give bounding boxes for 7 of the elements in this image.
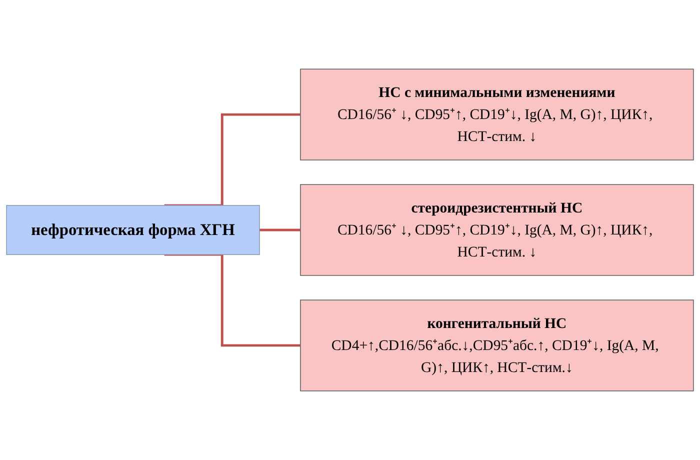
node-box: стероидрезистентный НС CD16/56⁺ ↓, CD95⁺↑, CD19⁺↓, Ig(A, M, G)↑, ЦИК↑, НСТ-стим. ↓ xyxy=(300,184,694,276)
connector xyxy=(164,253,300,347)
node-box: нефротическая форма ХГН xyxy=(6,205,260,255)
connector xyxy=(164,113,300,207)
node-box: НС с минимальными изменениями CD16/56⁺ ↓, CD95⁺↑, CD19⁺↓, Ig(A, M, G)↑, ЦИК↑, НСТ-стим. ↓ xyxy=(300,68,694,160)
node-box: конгенитальный НС CD4+↑,CD16/56⁺абс.↓,CD95⁺абс.↑, CD19⁺↓, Ig(A, M, G)↑, ЦИК↑, НСТ-стим.↓ xyxy=(300,300,694,392)
connector xyxy=(259,228,300,232)
